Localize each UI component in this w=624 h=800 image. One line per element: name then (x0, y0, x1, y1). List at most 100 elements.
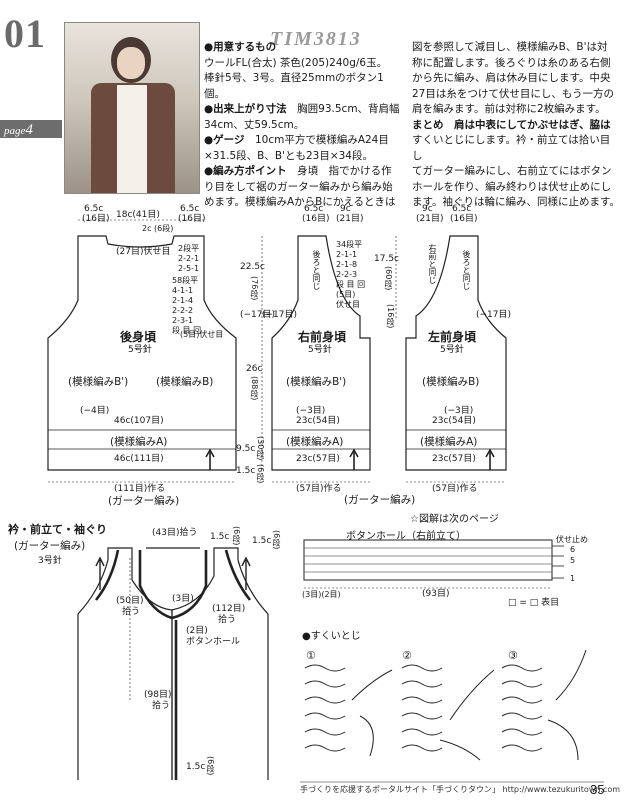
inst-line: から先に編み、肩は休み目にします。中央 (412, 72, 611, 84)
inst-line: 図を参照して減目し、模様編みB、B'は対 (412, 41, 608, 53)
dim-v1-rows: (76段) (250, 276, 259, 301)
garter-center: (ガーター編み) (344, 494, 416, 506)
inst-line: ●ゲージ 10cm平方で模様編みA24目 (204, 134, 389, 146)
inst-line: ホールを作り、編み終わりは伏せ止めにし (412, 180, 612, 193)
lf-top-right: 6.5c (452, 204, 472, 214)
rf-pattern-a: (模様編みA) (286, 436, 344, 448)
collar-bottom-rows: (6段) (206, 756, 215, 776)
inst-line: 27目は糸をつけて伏せ目にし、もう一方の (412, 87, 615, 100)
rf-needle: 5号針 (308, 345, 332, 355)
footer-text: 手づくりを応援するポータルサイト「手づくりタウン」 http://www.tez… (300, 785, 621, 794)
lf-pattern-a: (模様編みA) (420, 436, 478, 448)
inst-line: ●出来上がり寸法 胸囲93.5cm、背肩幅 (204, 103, 400, 115)
bh-row6: 6 (570, 545, 576, 554)
collar-front-pick: (98目) (144, 690, 172, 700)
back-neck-bind: (27目)伏せ目 (116, 247, 171, 257)
inst-line: 称に配置します。後ろぐりは糸のある右側 (412, 56, 611, 69)
rf-top-right: 9c (340, 204, 351, 214)
inst-line: り目をして裾のガーター編みから編み始 (204, 180, 393, 193)
bh-legend: □ = □ 表目 (508, 598, 560, 608)
bh-bind: 伏せ止め (556, 535, 588, 544)
lf-width1: 23c(54目) (432, 416, 476, 426)
back-arm-bind: (5目)伏せ目 (180, 330, 224, 339)
sukui-step2: ② (402, 649, 412, 662)
bh-title: ボタンホール（右前立て） (346, 531, 466, 542)
lf-v1-rows: (60段) (384, 266, 393, 291)
page-number: 35 (590, 782, 605, 797)
inst-line: ×31.5段、B、B'とも23目×34段。 (204, 149, 373, 162)
inst-line: ●編み方ポイント 身頃 指でかける作 (204, 165, 392, 177)
inst-line: まとめ 肩は中表にしてかぶせはぎ、脇は (412, 118, 611, 131)
back-needle: 5号針 (128, 345, 152, 355)
rf-top-left2: (16目) (302, 214, 330, 224)
collar-front-pick2: 拾う (152, 701, 171, 711)
rf-top-left: 6.5c (304, 204, 324, 214)
collar-neck-pick: (43目)拾う (152, 528, 198, 538)
rf-minus3: (−3目) (296, 406, 326, 416)
back-top-right2: (16目) (178, 214, 206, 224)
lf-same: 右前と同じ (428, 244, 437, 284)
lf-same2: 後ろと同じ (462, 250, 471, 290)
back-minus4: (−4目) (80, 406, 110, 416)
lf-side: (−17目) (476, 310, 512, 320)
rf-width1: 23c(54目) (296, 416, 340, 426)
collar-left-pick: (50目) (116, 596, 144, 606)
lf-v1: 17.5c (374, 254, 399, 264)
right-front-outline (271, 235, 371, 471)
back-neck-rows: (6段) (154, 224, 174, 233)
page-tag-prefix: page (4, 125, 26, 137)
collar-three: (3目) (172, 594, 194, 604)
lf-pattern-b: (模様編みB) (422, 376, 480, 388)
back-pattern-b1: (模様編みB') (68, 376, 129, 388)
back-top-right: 6.5c (180, 204, 200, 214)
dim-v3-rows: (30段) (256, 436, 265, 461)
lf-needle: 5号針 (440, 345, 464, 355)
left-front-outline (405, 235, 507, 471)
bh-row1: 1 (570, 574, 576, 583)
bh-bottom-left: (3目)(2目) (302, 590, 341, 599)
model-photo (64, 22, 200, 194)
back-neck-depth: 2c (142, 224, 152, 233)
back-side: (−17目) (240, 310, 276, 320)
collar-top-r1-rows: (6段) (232, 526, 241, 546)
collar-top-r2-rows: (6段) (272, 530, 281, 550)
dim-v2-rows: (88段) (250, 376, 259, 401)
inst-line: 34cm、丈59.5cm。 (204, 118, 305, 131)
inst-line: 棒針5号、3号。直径25mmのボタン1個。 (204, 72, 384, 100)
lf-minus3: (−3目) (444, 406, 474, 416)
collar-arm-pick2: 拾う (218, 615, 237, 625)
back-width1: 46c(107目) (114, 416, 164, 426)
inst-line: 肩を編みます。前は対称に2枚編みます。 (412, 103, 606, 115)
collar-arm-pick: (112目) (212, 604, 246, 614)
back-cast: (111目)作る (114, 484, 166, 494)
lf-top-left: 9c (422, 204, 433, 214)
collar-left-outline (77, 547, 173, 780)
collar-pattern: (ガーター編み) (14, 540, 86, 552)
dim-v3: 9.5c (236, 444, 256, 454)
pattern-number: 01 (4, 11, 46, 56)
collar-two: (2目) (186, 626, 208, 636)
inst-line: すくいとじにします。衿・前立ては拾い目し (412, 134, 611, 162)
collar-bottom: 1.5c (186, 762, 206, 772)
lf-top-left2: (21目) (416, 214, 444, 224)
rf-side: (−17目) (262, 310, 298, 320)
watermark-text: TIM3813 (270, 28, 362, 50)
inst-line: めます。模様編みAからBにかえるときは (204, 196, 396, 208)
back-width2: 46c(111目) (114, 454, 164, 464)
collar-left-pick2: 拾う (122, 607, 141, 617)
back-top-left: 6.5c (84, 204, 104, 214)
collar-right-outline (171, 547, 269, 780)
back-top-left2: (16目) (82, 214, 110, 224)
dim-v4-rows: (6段) (256, 464, 265, 484)
bh-row5: 5 (570, 556, 576, 565)
collar-buttonhole: ボタンホール (186, 637, 241, 647)
instructions-col2: 図を参照して減目し、模様編みB、B'は対 称に配置します。後ろぐりは糸のある右側… (412, 40, 620, 211)
rf-top-right2: (21目) (336, 214, 364, 224)
sukui-step3: ③ (508, 649, 518, 662)
lf-title: 左前身頃 (428, 330, 477, 344)
rf-same: 後ろと同じ (312, 250, 321, 290)
back-pattern-a: (模様編みA) (110, 436, 168, 448)
back-pattern-b2: (模様編みB) (156, 376, 214, 388)
